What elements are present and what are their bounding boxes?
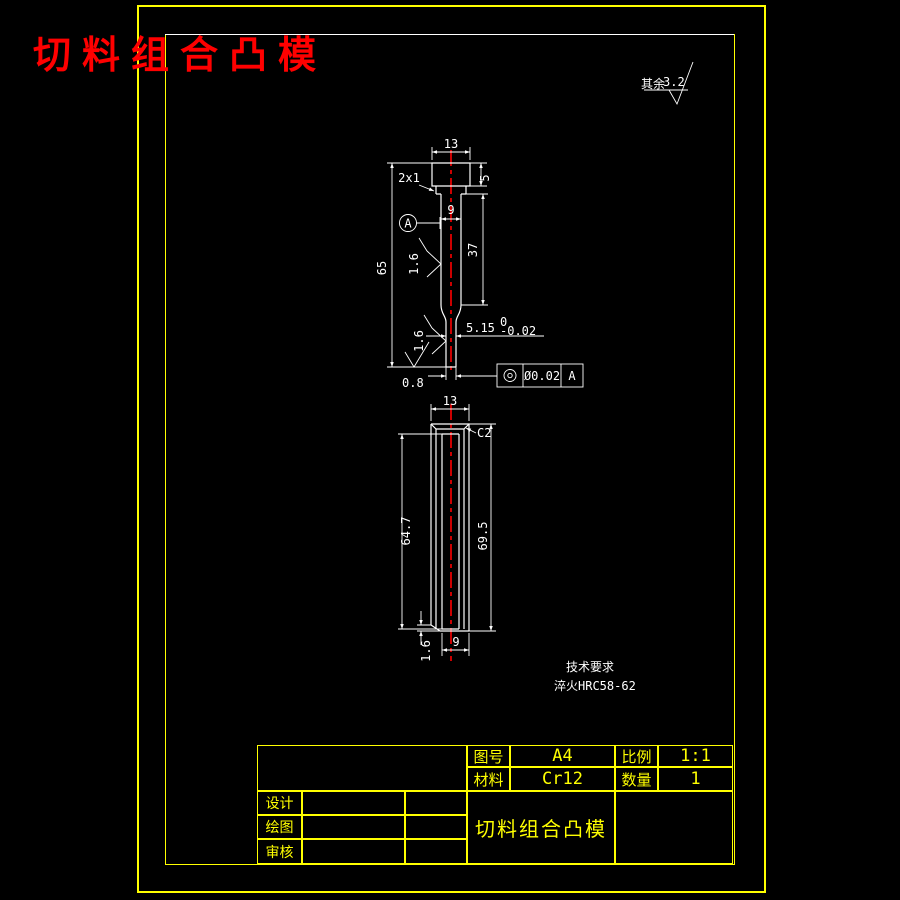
technical-requirements: 技术要求 淬火HRC58-62 — [554, 660, 636, 693]
upper-roughness-bottom: 0.8 — [402, 376, 424, 390]
concentricity-icon — [507, 372, 513, 379]
upper-dim-shank-length: 37 — [466, 243, 480, 257]
concentricity-icon — [503, 369, 517, 382]
draft-date-cell — [405, 815, 467, 839]
general-roughness-prefix: 其余 — [641, 76, 665, 91]
gdt-dividers — [522, 364, 562, 387]
drawing-no-value: A4 — [510, 745, 615, 767]
drawing-no-label: 图号 — [467, 745, 510, 767]
inner-border-top-line — [165, 34, 734, 35]
gdt-datum: A — [568, 369, 576, 383]
roughness-check-icon — [418, 237, 442, 278]
general-roughness-note: 其余 3.2 — [641, 61, 694, 106]
datum-leader — [416, 217, 441, 229]
tip-tolerance-upper: 0 — [500, 315, 507, 329]
tech-req-line1: 淬火HRC58-62 — [554, 678, 636, 693]
upper-dim-total-length: 65 — [375, 261, 389, 275]
upper-roughness-tip: 1.6 — [412, 330, 426, 352]
roughness-check-icon — [423, 314, 447, 355]
lower-dim-slot-length: 64.7 — [399, 517, 413, 546]
outer-border — [137, 5, 766, 893]
check-name-cell — [302, 839, 405, 864]
upper-dim-groove: 2x1 — [398, 171, 420, 185]
part-name: 切料组合凸模 — [467, 791, 615, 864]
gdt-ext — [445, 367, 457, 380]
quantity-label: 数量 — [615, 767, 658, 791]
design-label: 设计 — [257, 791, 302, 815]
draft-label: 绘图 — [257, 815, 302, 839]
tech-req-heading: 技术要求 — [566, 660, 614, 674]
lower-slot-outline — [441, 433, 460, 630]
upper-dim-tip-width: 5.15 — [466, 321, 495, 335]
design-date-cell — [405, 791, 467, 815]
quantity-value: 1 — [658, 767, 733, 791]
punch-tip-outline — [440, 304, 462, 368]
lower-dim-total-length: 69.5 — [476, 522, 490, 551]
gdt-box — [496, 363, 584, 388]
lower-chamfer-lines — [430, 423, 470, 629]
material-value: Cr12 — [510, 767, 615, 791]
lower-dim-bottom-width: 9 — [452, 635, 459, 649]
scale-value: 1:1 — [658, 745, 733, 767]
tip-tolerance-lower: -0.02 — [500, 324, 536, 338]
material-label: 材料 — [467, 767, 510, 791]
check-date-cell — [405, 839, 467, 864]
design-name-cell — [302, 791, 405, 815]
lower-chamfer-label: C2 — [477, 426, 491, 440]
gdt-tolerance: Ø0.02 — [524, 369, 560, 383]
dim9-ext — [441, 633, 470, 656]
dim647-ext — [398, 433, 442, 630]
lower-dim-step: 1.6 — [419, 640, 433, 662]
draft-name-cell — [302, 815, 405, 839]
check-label: 审核 — [257, 839, 302, 864]
upper-dim-head-width: 13 — [444, 137, 458, 151]
general-roughness-value: 3.2 — [663, 75, 685, 89]
datum-label: A — [404, 217, 412, 231]
title-block: 图号 A4 比例 1:1 材料 Cr12 数量 1 设计 绘图 审核 切料组合凸… — [257, 745, 733, 864]
roughness-check-icon — [668, 61, 694, 106]
upper-dim-shank-width: 9 — [447, 203, 454, 217]
dim13-ext — [430, 404, 470, 421]
punch-shank-outline — [435, 186, 467, 305]
upper-view: 13 5 2x1 A 9 37 65 1.6 1.6 5.15 0 — [375, 137, 584, 390]
title-block-right-empty-cell — [615, 791, 733, 864]
roughness-check-icon — [404, 341, 430, 368]
upper-roughness-shank: 1.6 — [407, 253, 421, 275]
dim65-ext — [387, 162, 446, 368]
upper-dim-head-height: 5 — [478, 174, 492, 181]
scale-label: 比例 — [615, 745, 658, 767]
drawing-title-overlay: 切料组合凸模 — [33, 32, 328, 77]
lower-outline — [430, 423, 470, 632]
dim5-ext — [470, 162, 487, 187]
lower-view: 13 C2 64.7 69.5 1.6 9 — [398, 394, 496, 662]
title-block-empty-cell — [257, 745, 467, 791]
lower-dim-width: 13 — [443, 394, 457, 408]
gdt-frame: Ø0.02 A — [428, 363, 584, 388]
